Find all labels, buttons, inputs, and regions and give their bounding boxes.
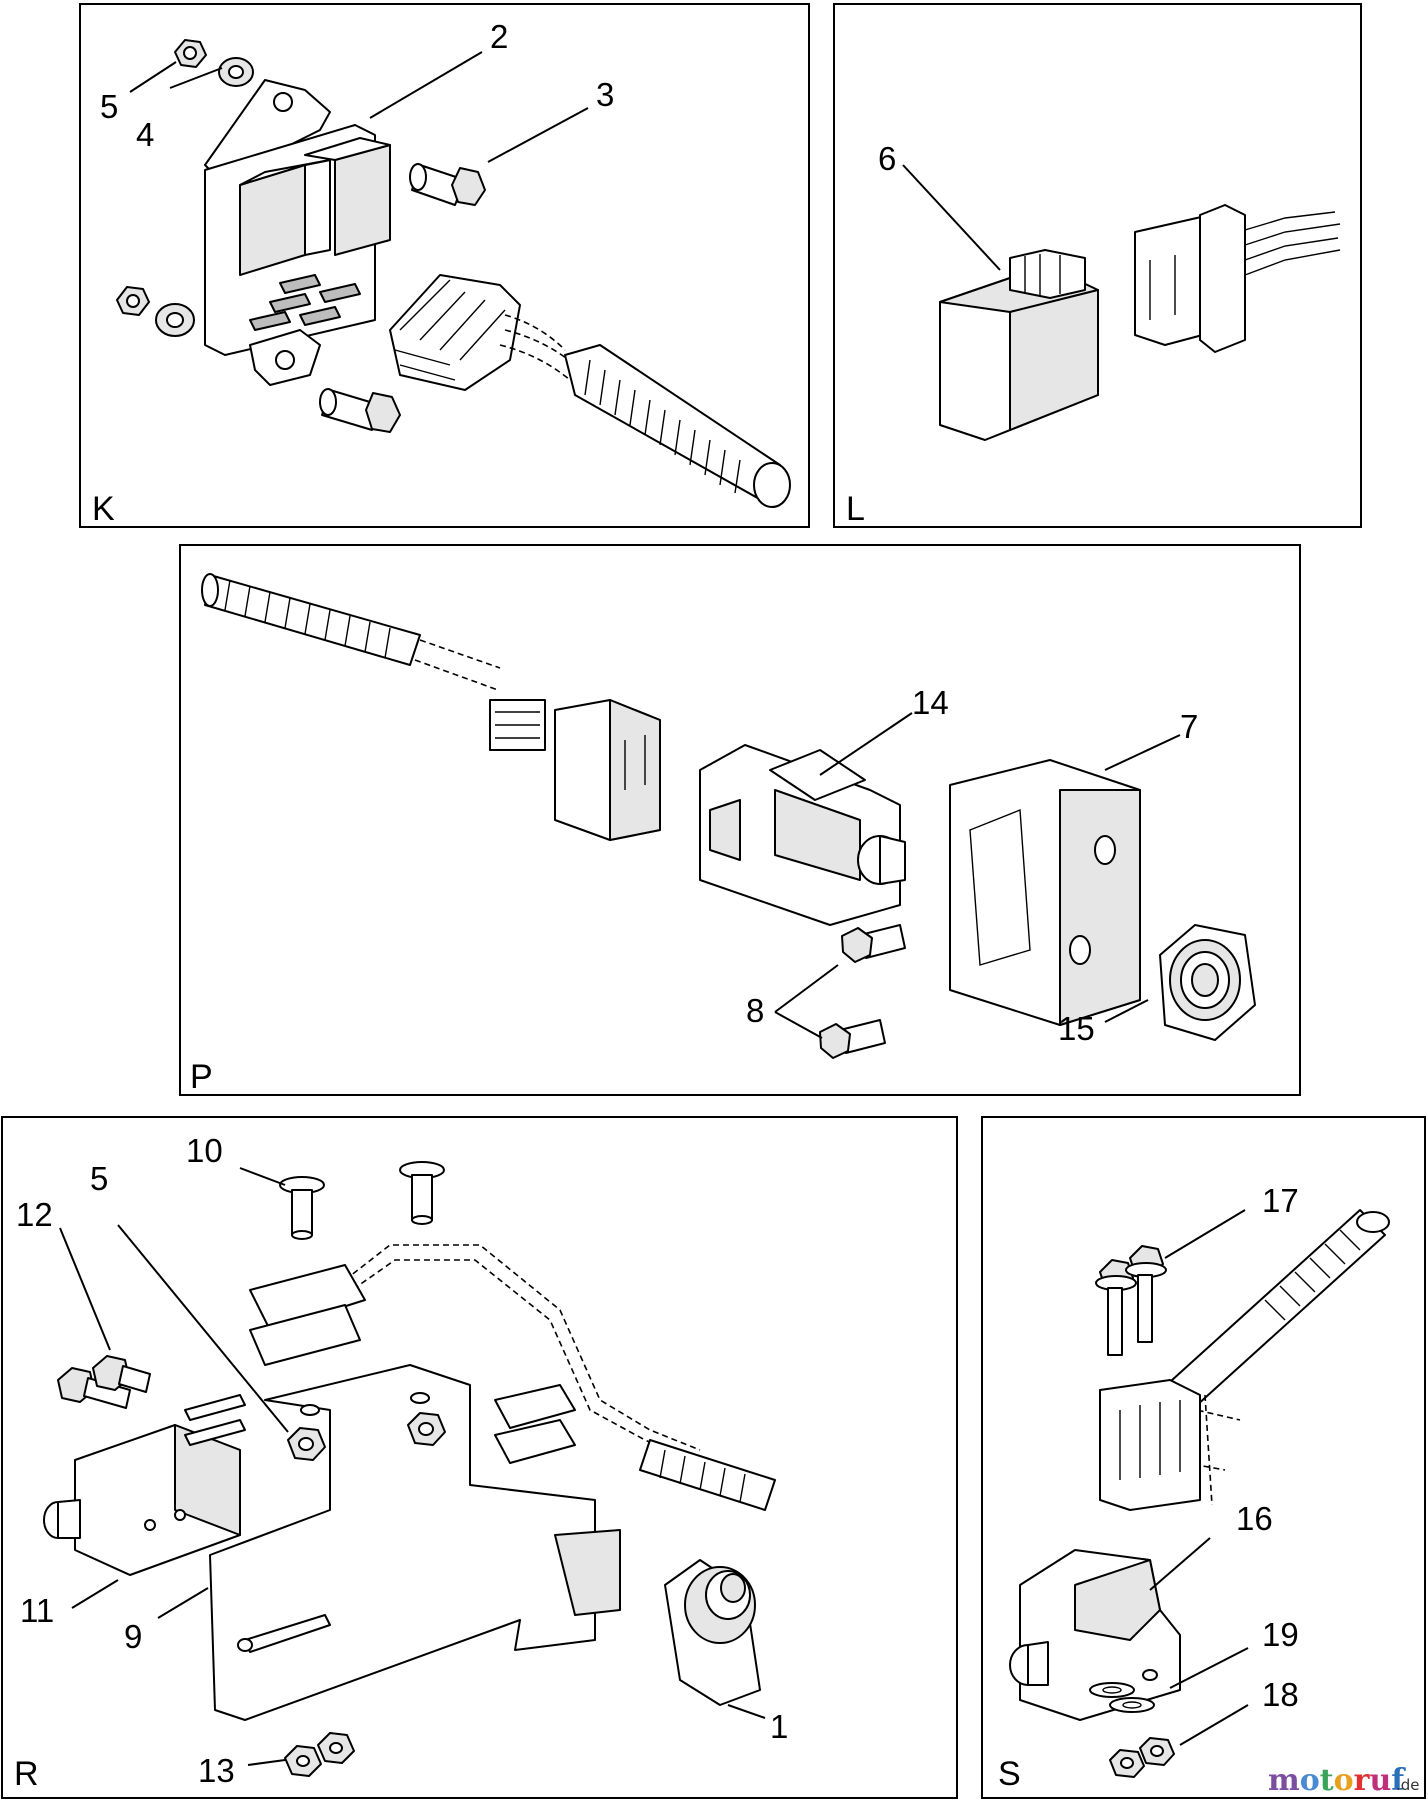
panel-s: 17 16 19 18 S [981,1116,1426,1799]
callout-p-15: 15 [1058,1010,1095,1047]
leader-r-12 [59,1227,111,1351]
leader-r-13 [247,1759,286,1766]
panel-r-frame [1,1116,958,1799]
callout-k-2: 2 [490,18,508,55]
panel-label-l: L [846,490,865,528]
leader-l-6 [902,164,1001,271]
bracket-9 [209,1364,621,1721]
nut-5-b [407,1412,446,1446]
callout-p-8: 8 [746,992,764,1029]
leader-k-4 [169,67,223,89]
panel-l-frame [833,3,1362,528]
nut-5-a [287,1427,326,1461]
washer-19 [1089,1682,1155,1713]
bolt-lower [319,388,401,433]
callout-r-5: 5 [90,1160,108,1197]
harness-p [201,573,546,751]
rivet-10-a [279,1176,325,1240]
bolt-3 [409,163,486,206]
leader-s-16 [1149,1537,1211,1591]
callout-s-16: 16 [1236,1500,1273,1537]
leader-p-7 [1104,734,1181,771]
callout-p-7: 7 [1180,708,1198,745]
leader-r-9 [157,1587,209,1619]
harness-connector-k [389,274,791,508]
leader-s-18 [1179,1704,1249,1746]
connector-p [554,699,661,841]
panel-s-frame [981,1116,1426,1799]
panel-label-p: P [190,1058,213,1096]
panel-label-k: K [92,490,115,528]
panel-p: 14 7 8 15 P [179,544,1301,1096]
callout-k-4: 4 [136,116,154,153]
leader-p-15 [1104,999,1149,1023]
panel-p-frame [179,544,1301,1096]
screw-8-b [819,1019,886,1059]
harness-s [1099,1209,1390,1511]
screws-17 [1095,1245,1167,1356]
nut-lower [116,286,150,316]
callout-r-9: 9 [124,1618,142,1655]
plunger-1 [664,1559,761,1706]
boot-15 [1159,924,1256,1041]
panel-l: 6 L [833,3,1362,528]
screw-8-a [841,924,906,963]
leader-r-1 [727,1704,766,1719]
callout-l-6: 6 [878,140,896,177]
panel-label-r: R [14,1755,39,1793]
rivet-10-b [399,1161,445,1225]
watermark-brand: motoruf [1268,1763,1406,1798]
callout-k-5: 5 [100,88,118,125]
harness-r [249,1244,776,1511]
leader-p-8a [774,964,839,1013]
leader-r-11 [71,1579,119,1609]
bracket-7 [949,759,1141,1026]
callout-r-12: 12 [16,1196,53,1233]
panel-k: 2 3 4 5 K [79,3,810,528]
panel-label-s: S [998,1755,1021,1793]
screws-12 [57,1355,151,1409]
nuts-13 [284,1732,355,1777]
leader-s-19 [1169,1647,1249,1689]
watermark-tld: .de [1396,1776,1420,1794]
leader-s-17 [1164,1209,1246,1259]
leader-p-14 [819,712,913,776]
callout-k-3: 3 [596,76,614,113]
washer-4-top [218,57,254,87]
callout-p-14: 14 [912,684,949,721]
callout-s-18: 18 [1262,1676,1299,1713]
leader-p-8b [774,1011,823,1039]
leader-r-5 [117,1224,289,1433]
switch-16 [1009,1549,1181,1721]
watermark-logo: motoruf .de [1268,1763,1420,1798]
callout-r-13: 13 [198,1752,235,1789]
callout-r-10: 10 [186,1132,223,1169]
callout-r-11: 11 [20,1592,54,1629]
nut-5-top [174,39,207,68]
washer-lower [155,303,195,337]
leader-r-10 [239,1167,286,1186]
leader-k-5 [129,61,177,93]
nuts-18 [1109,1737,1175,1778]
panel-r: 10 5 12 11 9 13 1 R [1,1116,958,1799]
switch-14 [699,744,906,926]
callout-s-19: 19 [1262,1616,1299,1653]
callout-s-17: 17 [1262,1182,1299,1219]
panel-k-frame [79,3,810,528]
leader-k-2 [369,51,483,119]
callout-r-1: 1 [770,1708,788,1745]
relay-6 [939,249,1099,441]
leader-k-3 [487,107,589,163]
relay-assembly [204,79,391,386]
connector-l [1134,204,1341,353]
switch-11 [43,1394,246,1576]
